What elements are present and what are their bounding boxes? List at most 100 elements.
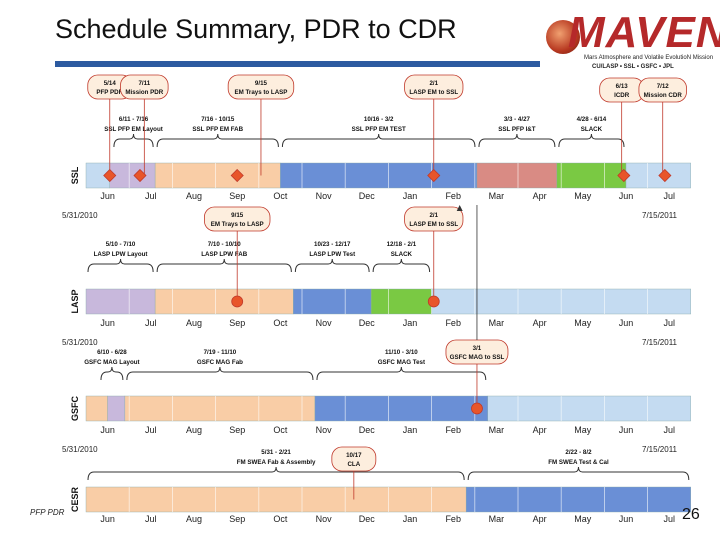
phase-name: SSL PFP I&T [498, 126, 535, 133]
month-label: Jun [619, 191, 634, 201]
month-label: Mar [489, 191, 505, 201]
phase-name: SSL PFP EM Layout [104, 126, 163, 133]
phase-brace [156, 258, 292, 273]
month-label: Nov [316, 425, 333, 435]
phase-dates: 3/3 - 4/27 [504, 116, 531, 123]
milestone-diamond [427, 168, 441, 183]
arrow-head [456, 205, 463, 211]
milestone-callout [331, 446, 377, 472]
phase-name: LASP LPW Layout [94, 251, 148, 258]
row-label-ssl: SSL [70, 166, 80, 184]
phase-name: SSL PFP EM FAB [192, 126, 243, 133]
milestone-callout [120, 74, 169, 100]
milestone-name: GSFC MAG to SSL [450, 354, 505, 361]
month-label: May [574, 318, 592, 328]
month-label: Nov [316, 191, 333, 201]
logo-partners: CU/LASP • SSL • GSFC • JPL [592, 64, 674, 70]
month-label: Sep [229, 514, 245, 524]
milestone-diamond [230, 168, 244, 183]
month-label: Apr [533, 514, 547, 524]
phase-dates: 12/18 - 2/1 [387, 241, 417, 248]
month-label: May [574, 425, 592, 435]
milestone-date: 10/17 [346, 452, 362, 459]
phase-name: FM SWEA Test & Cal [548, 459, 609, 466]
month-label: Jul [145, 514, 157, 524]
milestone-diamond [133, 168, 147, 183]
month-label: Jun [100, 514, 115, 524]
month-label: May [574, 514, 592, 524]
planet-icon [546, 20, 580, 54]
title-underline [55, 61, 540, 67]
start-date: 5/31/2010 [62, 211, 98, 220]
phase-dates: 6/11 - 7/16 [119, 116, 149, 123]
month-label: Jul [663, 514, 675, 524]
gantt-segment [314, 395, 488, 422]
phase-dates: 7/19 - 11/10 [204, 349, 237, 356]
month-label: Mar [489, 425, 505, 435]
month-label: Jan [403, 514, 418, 524]
phase-dates: 5/10 - 7/10 [106, 241, 136, 248]
phase-dates: 7/16 - 10/15 [201, 116, 235, 123]
month-label: Jun [619, 318, 634, 328]
month-label: Feb [445, 514, 461, 524]
month-label: Jul [145, 318, 157, 328]
page-number: 26 [682, 506, 700, 523]
milestone-marker [471, 402, 483, 415]
phase-name: FM SWEA Fab & Assembly [237, 459, 316, 466]
phase-brace [294, 258, 370, 273]
month-label: Jul [663, 425, 675, 435]
month-label: Jan [403, 191, 418, 201]
phase-dates: 10/16 - 3/2 [364, 116, 394, 123]
month-label: Jan [403, 425, 418, 435]
month-label: Jul [663, 318, 675, 328]
month-label: Oct [273, 318, 288, 328]
phase-brace [87, 258, 154, 273]
month-label: Jul [145, 191, 157, 201]
gantt-segment [124, 395, 316, 422]
month-label: Nov [316, 514, 333, 524]
end-date: 7/15/2011 [642, 211, 678, 220]
milestone-callout [404, 74, 464, 100]
phase-dates: 11/10 - 3/10 [385, 349, 418, 356]
month-label: Dec [359, 191, 376, 201]
phase-brace [113, 133, 154, 148]
milestone-marker [231, 295, 244, 308]
month-label: Apr [533, 425, 547, 435]
page-title: Schedule Summary, PDR to CDR [55, 14, 457, 44]
month-label: Jun [100, 425, 115, 435]
phase-name: SLACK [581, 126, 603, 133]
phase-dates: 5/31 - 2/21 [261, 449, 291, 456]
milestone-name: Mission PDR [125, 89, 163, 96]
row-label-lasp: LASP [70, 289, 80, 313]
month-label: Jun [100, 318, 115, 328]
phase-brace [467, 466, 690, 481]
milestone-date: 6/13 [616, 83, 629, 90]
gantt-segment [370, 288, 432, 315]
start-date: 5/31/2010 [62, 338, 98, 347]
gantt-segment [487, 395, 692, 422]
gantt-segment [85, 288, 156, 315]
milestone-name: EM Trays to LASP [234, 89, 287, 96]
month-label: Aug [186, 514, 202, 524]
milestone-date: 2/1 [429, 212, 438, 219]
phase-name: SLACK [391, 251, 413, 258]
month-label: Oct [273, 425, 288, 435]
logo-wordmark: MAVEN [568, 8, 720, 57]
phase-brace [558, 133, 625, 148]
month-label: Oct [273, 191, 288, 201]
milestone-name: LASP EM to SSL [409, 89, 458, 96]
month-label: Jun [619, 514, 634, 524]
month-label: Sep [229, 425, 245, 435]
row-label-cesr: CESR [70, 487, 80, 513]
milestone-name: PFP PDR [96, 89, 123, 96]
month-label: Jun [619, 425, 634, 435]
month-label: Dec [359, 318, 376, 328]
month-label: Sep [229, 318, 245, 328]
gantt-segment [154, 288, 294, 315]
month-label: Jul [145, 425, 157, 435]
gantt-segment [293, 288, 372, 315]
phase-name: SSL PFP EM TEST [352, 126, 406, 133]
phase-brace [372, 258, 431, 273]
gantt-segment [107, 395, 126, 422]
phase-name: GSFC MAG Test [378, 359, 425, 366]
